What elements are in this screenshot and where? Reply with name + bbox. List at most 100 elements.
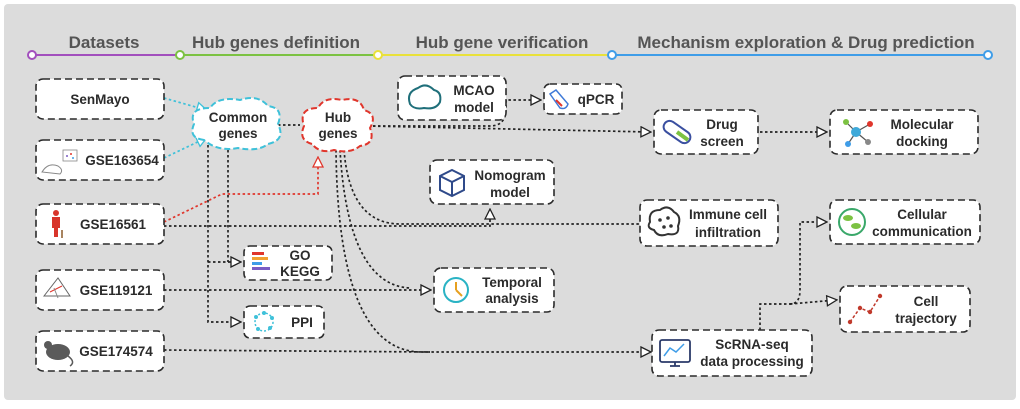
link-hub-immune xyxy=(343,149,650,224)
cube-icon xyxy=(439,168,465,198)
dataset-box xyxy=(35,330,165,372)
dataset-label: GSE16561 xyxy=(80,217,147,232)
cell-icon xyxy=(647,206,681,237)
dataset-box xyxy=(35,203,165,245)
dataset-gse119121[interactable]: GSE119121 xyxy=(35,269,165,311)
mouse-icon xyxy=(44,341,74,367)
node-line2: genes xyxy=(218,126,257,141)
capsule-icon xyxy=(662,119,692,145)
link-gse16561-hub xyxy=(163,158,318,223)
stage-dot-mechanism xyxy=(607,50,617,60)
node-cell-trajectory[interactable]: Cell trajectory xyxy=(839,285,971,333)
bar-chart-icon xyxy=(252,252,270,270)
stage-dot-hub-verification xyxy=(373,50,383,60)
stage-label-mechanism: Mechanism exploration & Drug prediction xyxy=(637,33,974,52)
node-common-genes[interactable]: Common genes xyxy=(191,97,282,151)
node-line1: Drug xyxy=(706,117,738,132)
node-box xyxy=(839,285,971,333)
stage-dot-hub-definition xyxy=(175,50,185,60)
node-line2: model xyxy=(454,100,494,115)
node-box xyxy=(433,267,555,313)
node-line2: infiltration xyxy=(695,225,761,240)
stage-dot-end xyxy=(983,50,993,60)
stage-dot-datasets xyxy=(27,50,37,60)
node-label: PPI xyxy=(291,315,313,330)
stage-label-hub-verification: Hub gene verification xyxy=(416,33,589,52)
link-hub-temporal xyxy=(339,149,411,289)
node-box xyxy=(653,109,759,155)
node-line2: genes xyxy=(318,126,357,141)
dataset-label: GSE163654 xyxy=(85,153,159,168)
link-gse16561-nomogram xyxy=(164,210,490,227)
node-ppi[interactable]: PPI xyxy=(243,305,325,339)
link-gse174574-scrna xyxy=(163,349,431,353)
test-tube-icon xyxy=(548,89,569,110)
node-line2: screen xyxy=(700,134,744,149)
clock-icon xyxy=(443,277,469,303)
node-line1: ScRNA-seq xyxy=(715,337,789,352)
dataset-senmayo[interactable]: SenMayo xyxy=(35,78,165,120)
node-box xyxy=(829,199,981,245)
human-body-icon xyxy=(52,210,63,238)
node-mcao[interactable]: MCAO model xyxy=(397,75,507,121)
node-go-kegg[interactable]: GO KEGG xyxy=(243,245,333,281)
molecule-icon xyxy=(843,119,873,147)
dataset-gse163654[interactable]: GSE163654 xyxy=(35,139,165,181)
node-temporal[interactable]: Temporal analysis xyxy=(433,267,555,313)
node-label: qPCR xyxy=(578,92,615,107)
node-line1: Hub xyxy=(325,110,351,125)
brain-icon xyxy=(408,84,442,110)
stage-label-datasets: Datasets xyxy=(69,33,140,52)
trajectory-icon xyxy=(847,293,883,325)
node-cellular-communication[interactable]: Cellular communication xyxy=(829,199,981,245)
cloud-shape xyxy=(191,97,282,151)
stage-label-hub-definition: Hub genes definition xyxy=(192,33,360,52)
link-hub-drug xyxy=(367,125,650,132)
node-line1: GO xyxy=(289,248,310,263)
stage-header-bar: Datasets Hub genes definition Hub gene v… xyxy=(27,33,993,60)
node-drug-screen[interactable]: Drug screen xyxy=(653,109,759,155)
node-immune-infiltration[interactable]: Immune cell infiltration xyxy=(639,199,779,247)
node-line1: MCAO xyxy=(453,83,494,98)
node-line1: Nomogram xyxy=(474,168,545,183)
node-line1: Cellular xyxy=(897,207,947,222)
node-box xyxy=(651,329,813,377)
dataset-label: GSE174574 xyxy=(79,344,153,359)
link-common-ppi xyxy=(207,145,240,322)
link-hub-scrna xyxy=(335,149,650,352)
node-line2: analysis xyxy=(485,291,538,306)
node-line1: Temporal xyxy=(482,275,542,290)
dataset-box xyxy=(35,269,165,311)
node-line1: Common xyxy=(209,110,268,125)
node-line2: docking xyxy=(896,134,948,149)
node-scrna-seq[interactable]: ScRNA-seq data processing xyxy=(651,329,813,377)
brain-tissue-icon xyxy=(42,277,71,299)
node-line2: model xyxy=(490,185,530,200)
monitor-chart-icon xyxy=(659,339,691,367)
link-senmayo-common xyxy=(163,97,206,110)
connectors xyxy=(163,97,836,353)
link-mcao-qpcr xyxy=(368,100,540,127)
node-box xyxy=(429,159,555,205)
node-hub-genes[interactable]: Hub genes xyxy=(301,98,374,153)
node-line1: Immune cell xyxy=(689,207,767,222)
node-box xyxy=(243,245,333,281)
cells-icon xyxy=(838,208,866,236)
mouse-plot-icon xyxy=(41,149,78,175)
dataset-box xyxy=(35,78,165,120)
network-ring-icon xyxy=(254,311,274,332)
cloud-shape xyxy=(301,98,374,153)
node-line1: Cell xyxy=(914,294,939,309)
dataset-gse16561[interactable]: GSE16561 xyxy=(35,203,165,245)
node-qpcr[interactable]: qPCR xyxy=(543,83,623,115)
dataset-label: SenMayo xyxy=(70,92,129,107)
dataset-label: GSE119121 xyxy=(80,283,153,298)
node-line1: Molecular xyxy=(890,117,954,132)
node-line2: trajectory xyxy=(895,311,957,326)
node-molecular-docking[interactable]: Molecular docking xyxy=(829,109,979,155)
node-line2: communication xyxy=(872,224,972,239)
dataset-gse174574[interactable]: GSE174574 xyxy=(35,330,165,372)
node-nomogram[interactable]: Nomogram model xyxy=(429,159,555,205)
